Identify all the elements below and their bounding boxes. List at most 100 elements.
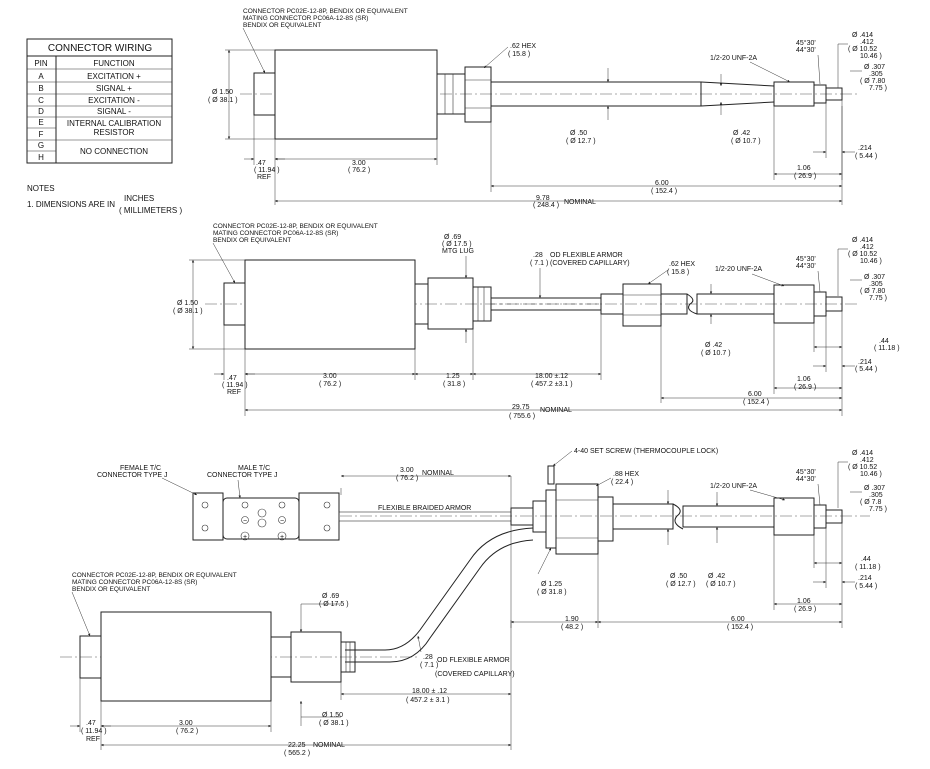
hex-nut	[622, 283, 662, 327]
dim-text: Ø .414	[852, 450, 873, 457]
wiring-table-title: CONNECTOR WIRING	[48, 43, 152, 54]
wiring-pin: B	[38, 84, 43, 93]
plus-terminal: +	[243, 534, 247, 541]
dim-text: ( 11.94 )	[81, 728, 107, 735]
dim-text: ( Ø 7.80	[860, 78, 885, 85]
dim-text: 10.46 )	[860, 471, 882, 478]
notes-unit-mm: ( MILLIMETERS )	[119, 206, 182, 215]
dim-text: 7.75 )	[869, 295, 887, 302]
wiring-pin: G	[38, 141, 44, 150]
braided-armor	[338, 511, 512, 522]
dim-text: 1.06	[797, 165, 811, 172]
dim-text: ( Ø 17.5 )	[319, 601, 349, 608]
wiring-function: EXCITATION +	[87, 72, 141, 81]
male-tc-label: CONNECTOR TYPE J	[207, 472, 278, 479]
dim-text: 29.75	[512, 404, 530, 411]
wiring-pin: D	[38, 107, 44, 116]
dim-text: ( Ø 31.8 )	[537, 589, 567, 596]
view-2-transducer: CONNECTOR PC02E-12-8P, BENDIX OR EQUIVAL…	[173, 223, 900, 420]
dim-text: Ø .69	[322, 593, 339, 600]
dim-text: Ø .307	[864, 274, 885, 281]
dim-text: ( 26.9 )	[794, 173, 816, 180]
dim-text: 3.00	[400, 467, 414, 474]
angle-callout: 44°30'	[796, 262, 816, 270]
dim-text: ( 755.6 )	[509, 413, 535, 420]
wiring-function: NO CONNECTION	[80, 147, 148, 156]
dim-text: NOMINAL	[422, 470, 454, 477]
dim-text: NOMINAL	[540, 407, 572, 414]
dim-text: ( 152.4 )	[743, 399, 769, 406]
dim-text: Ø 1.50	[177, 300, 198, 307]
dim-text: .62 HEX	[669, 261, 695, 268]
wiring-function: EXCITATION -	[88, 96, 140, 105]
dim-text: ( 15.8 )	[508, 51, 530, 58]
hex-nut	[464, 66, 492, 123]
plus-terminal: +	[280, 534, 284, 541]
dim-text: ( 76.2 )	[396, 475, 418, 482]
dim-text: ( 5.44 )	[855, 366, 877, 373]
dim-text: ( Ø 38.1 )	[208, 97, 238, 104]
wiring-pin: E	[38, 118, 43, 127]
dim-text: 1.06	[797, 598, 811, 605]
dim-text: ( 11.94 )	[222, 382, 248, 389]
dim-text: Ø .42	[705, 342, 722, 349]
dim-text: ( 15.8 )	[667, 269, 689, 276]
female-tc-label: FEMALE T/C	[120, 465, 161, 472]
dim-text: 6.00	[731, 616, 745, 623]
angle-callout: 44°30'	[796, 46, 816, 54]
dim-text: ( 5.44 )	[855, 153, 877, 160]
armor-callout: OD FLEXIBLE ARMOR	[437, 657, 510, 664]
female-tc-label: CONNECTOR TYPE J	[97, 472, 168, 479]
connector-callout: BENDIX OR EQUIVALENT	[243, 22, 321, 29]
angle-callout: 45°30'	[796, 468, 816, 476]
dim-text: ( 565.2 )	[284, 750, 310, 757]
dim-text: .412	[860, 457, 874, 464]
wiring-header-function: FUNCTION	[93, 59, 135, 68]
armor-callout: (COVERED CAPILLARY)	[435, 671, 515, 678]
dim-text: ( 76.2 )	[176, 728, 198, 735]
dim-text: ( Ø 10.52	[848, 251, 877, 258]
dim-text: ( Ø 10.52	[848, 46, 877, 53]
dim-text: Ø .307	[864, 64, 885, 71]
dim-text: Ø .50	[570, 130, 587, 137]
hex-nut	[555, 483, 599, 555]
dim-text: .214	[858, 145, 872, 152]
connector-callout: BENDIX OR EQUIVALENT	[213, 237, 291, 244]
dim-text: 10.46 )	[860, 53, 882, 60]
female-tc-connector	[192, 492, 224, 541]
dim-text: .305	[869, 492, 883, 499]
dim-text: ( 76.2 )	[348, 167, 370, 174]
dim-text: ( 7.1 )	[530, 260, 548, 267]
dim-text: ( 248.4 )	[533, 202, 559, 209]
dim-text: ( 152.4 )	[651, 188, 677, 195]
dim-text: Ø 1.50	[322, 712, 343, 719]
view-3-thermocouple: + + − − 4-40 SET SCREW (THERMO	[60, 448, 887, 757]
armor-callout: (COVERED CAPILLARY)	[550, 260, 630, 267]
notes-line: 1. DIMENSIONS ARE IN	[27, 200, 115, 209]
dim-text: ( 457.2 ± 3.1 )	[406, 697, 450, 704]
connector-callout: MATING CONNECTOR PC06A-12-8S (SR)	[72, 579, 197, 586]
dim-text: 3.00	[323, 373, 337, 380]
dim-text: REF	[257, 174, 271, 181]
dim-text: .47	[256, 160, 266, 167]
dim-text: .47	[227, 375, 237, 382]
notes: NOTES 1. DIMENSIONS ARE IN INCHES ( MILL…	[27, 184, 182, 215]
dim-text: .412	[860, 244, 874, 251]
dim-text: .44	[879, 338, 889, 345]
transducer-body	[100, 611, 272, 702]
connector-callout: CONNECTOR PC02E-12-8P, BENDIX OR EQUIVAL…	[72, 572, 237, 579]
dim-text: ( 7.1 )	[420, 662, 438, 669]
dim-text: .62 HEX	[510, 43, 536, 50]
dim-text: 18.00 ± .12	[412, 688, 447, 695]
angle-callout: 44°30'	[796, 475, 816, 483]
braided-armor-label: FLEXIBLE BRAIDED ARMOR	[378, 505, 471, 512]
dim-text: 22.25	[288, 742, 306, 749]
wiring-header-pin: PIN	[34, 59, 48, 68]
dim-text: Ø 1.50	[212, 89, 233, 96]
angle-callout: 45°30'	[796, 255, 816, 263]
dim-text: ( 76.2 )	[319, 381, 341, 388]
dim-text: ( 152.4 )	[727, 624, 753, 631]
notes-unit-inches: INCHES	[124, 194, 154, 203]
transducer-body	[244, 259, 416, 350]
dim-text: .44	[861, 556, 871, 563]
